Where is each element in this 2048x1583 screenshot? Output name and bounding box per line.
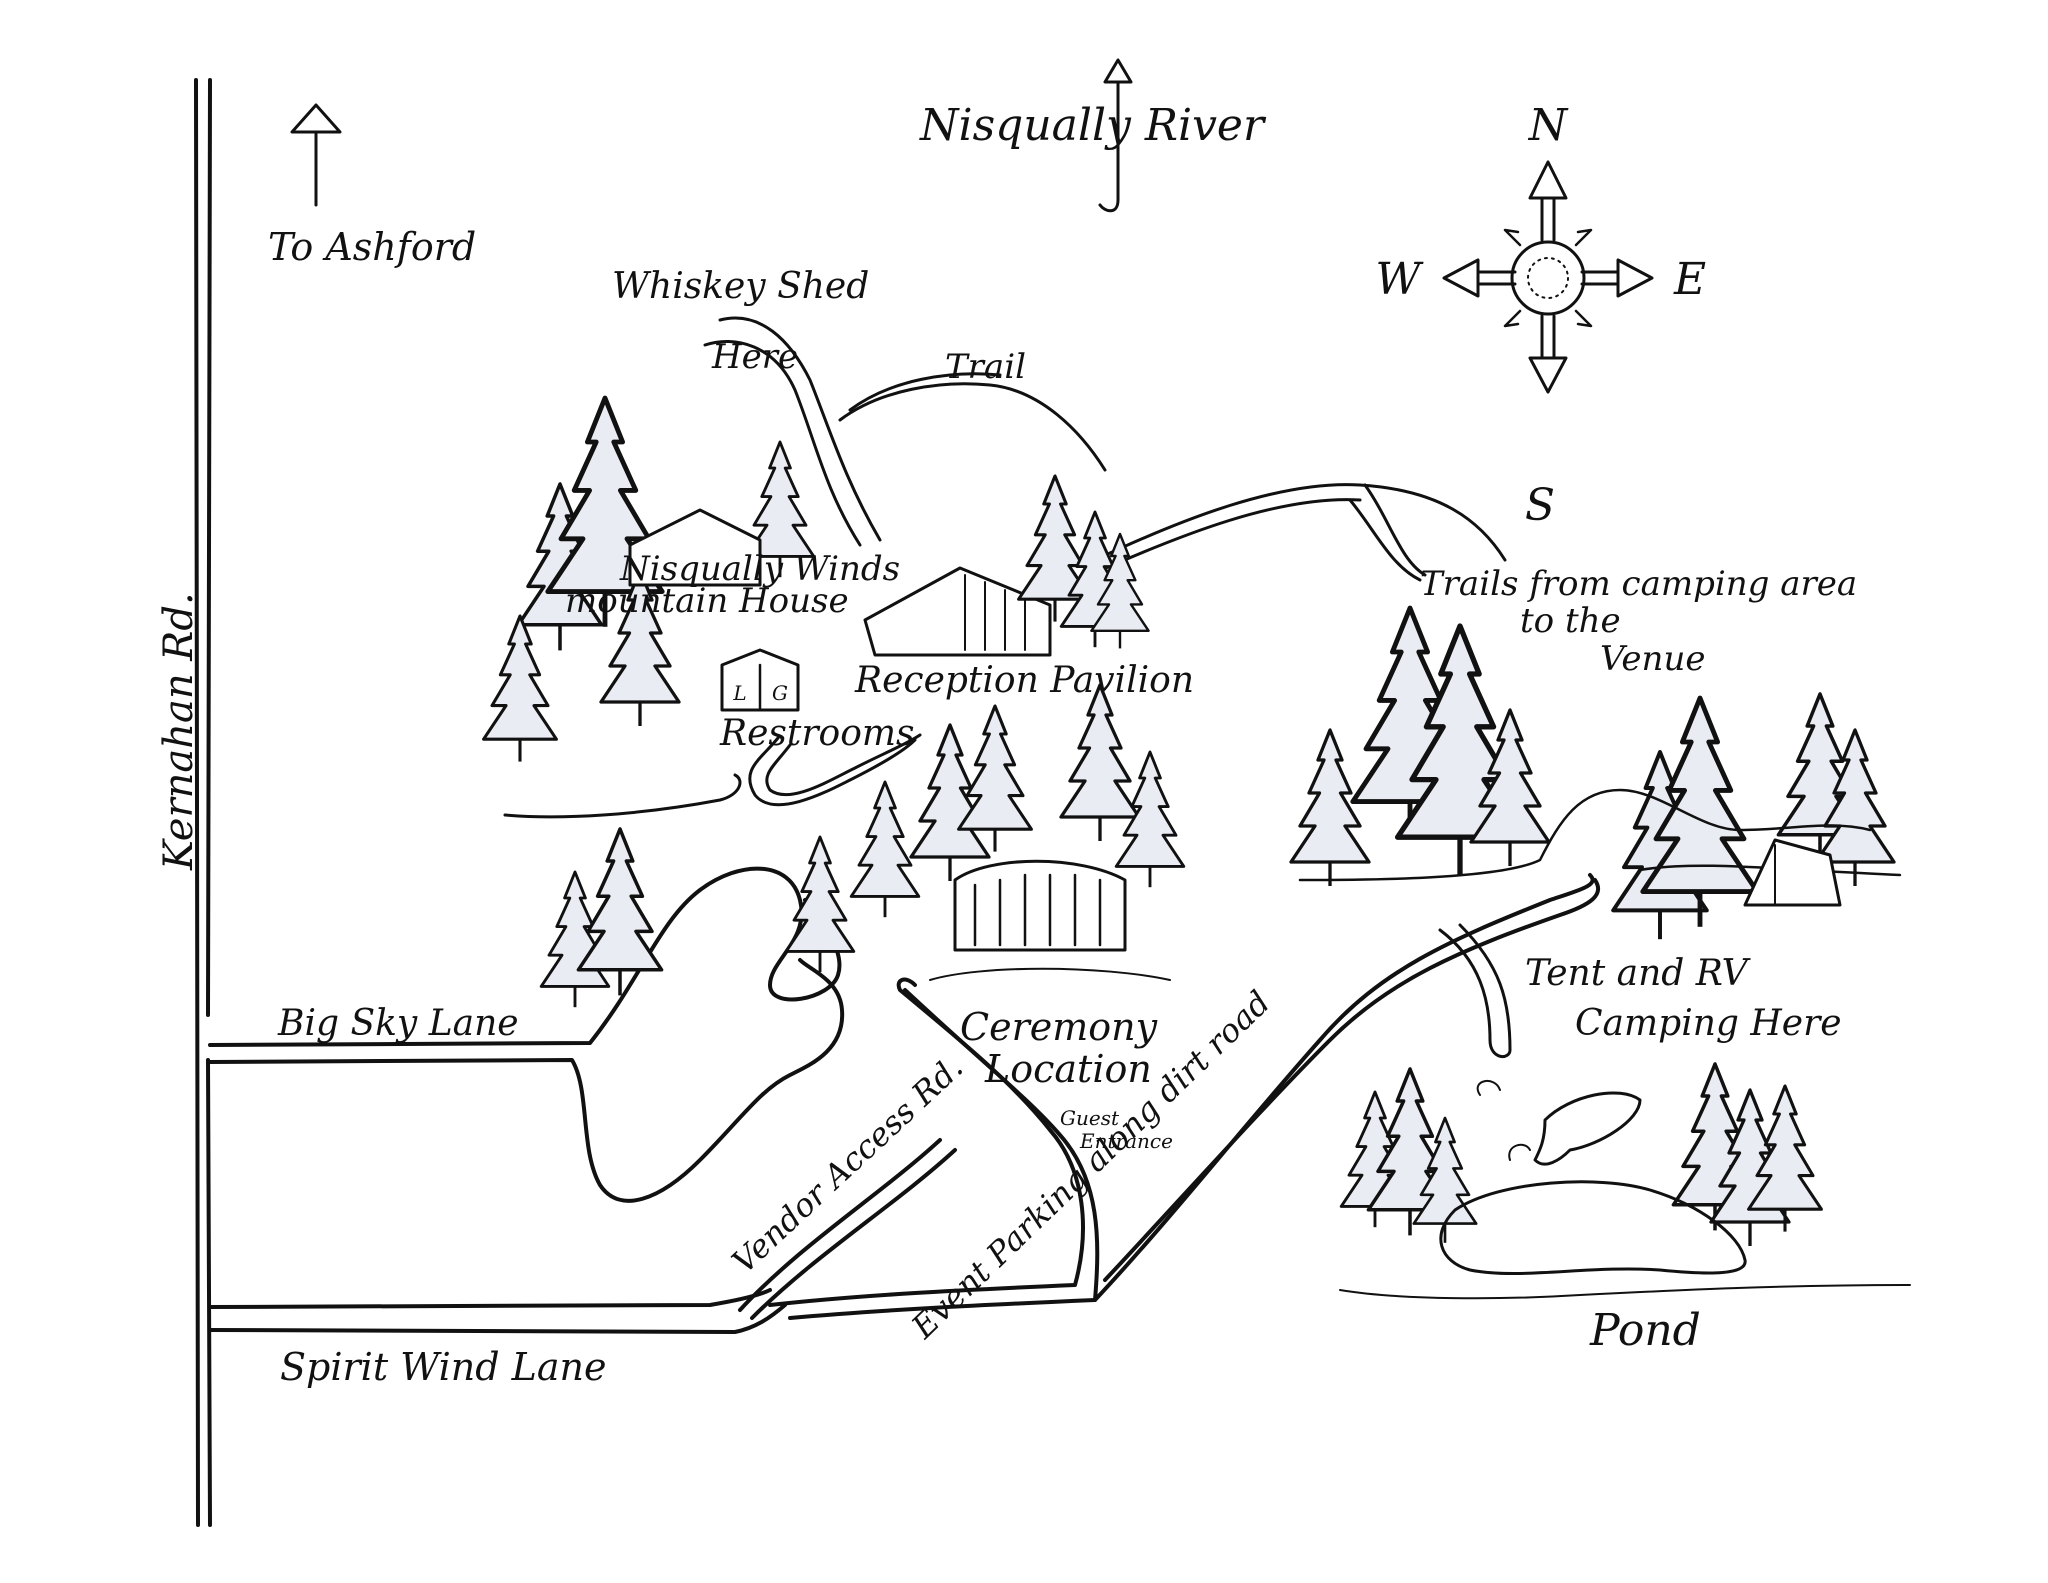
reception-pavilion bbox=[863, 474, 1150, 657]
whiskey-shed-label: Whiskey Shed bbox=[612, 266, 869, 307]
whiskey-shed-here-label: Here bbox=[711, 337, 798, 377]
spirit-wind-lane-road bbox=[208, 1288, 787, 1334]
compass-rose: N S W E bbox=[1375, 100, 1706, 531]
trail-label: Trail bbox=[945, 347, 1026, 387]
house-name-label: Nisqually Winds bbox=[619, 549, 900, 589]
compass-e-label: E bbox=[1673, 254, 1706, 305]
dirt-road bbox=[768, 873, 1601, 1320]
nisqually-winds-house bbox=[628, 508, 762, 587]
kernahan-road-label: Kernahan Rd. bbox=[156, 592, 202, 871]
jumping-fish bbox=[1476, 1080, 1642, 1166]
ceremony-label: Ceremony bbox=[960, 1005, 1158, 1049]
walking-path-restrooms bbox=[748, 733, 922, 807]
pond-label: Pond bbox=[1589, 1305, 1701, 1356]
compass-w-label: W bbox=[1375, 254, 1424, 305]
reception-pavilion-label: Reception Pavilion bbox=[854, 660, 1194, 701]
camping-trees bbox=[1289, 608, 1902, 942]
trails-camping-label: Trails from camping area bbox=[1420, 564, 1857, 604]
kernahan-road bbox=[194, 78, 212, 1527]
spirit-wind-lane-label: Spirit Wind Lane bbox=[280, 1345, 606, 1389]
camping-here-label: Camping Here bbox=[1575, 1003, 1842, 1044]
ceremony-arbor bbox=[929, 859, 1171, 981]
vendor-access-road bbox=[738, 1138, 957, 1320]
restrooms-label: Restrooms bbox=[719, 713, 915, 754]
camping-tent bbox=[1743, 838, 1842, 907]
vendor-access-road-label: Vendor Access Rd. bbox=[725, 1048, 971, 1281]
nisqually-river-arrow bbox=[1098, 58, 1133, 213]
big-sky-lane-road bbox=[208, 866, 845, 1203]
guest-label: Guest bbox=[1060, 1106, 1120, 1130]
compass-n-label: N bbox=[1528, 100, 1569, 151]
tent-rv-label: Tent and RV bbox=[1525, 953, 1752, 994]
ashford-arrow bbox=[290, 103, 342, 207]
pond-scene bbox=[1339, 1062, 1911, 1300]
trails-venue-label: Venue bbox=[1600, 639, 1705, 679]
camping-trails bbox=[1088, 483, 1507, 582]
restroom-left-label: L bbox=[732, 681, 746, 705]
location-label: Location bbox=[984, 1047, 1152, 1091]
big-sky-lane-label: Big Sky Lane bbox=[277, 1003, 519, 1044]
restroom-building: L G bbox=[720, 648, 800, 712]
entrance-label: Entrance bbox=[1079, 1129, 1173, 1153]
restroom-right-label: G bbox=[772, 681, 788, 705]
house-tree-cluster bbox=[482, 398, 816, 819]
trails-to-label: to the bbox=[1520, 601, 1621, 641]
house-type-label: mountain House bbox=[565, 581, 849, 621]
compass-s-label: S bbox=[1525, 480, 1555, 531]
nisqually-river-label: Nisqually River bbox=[919, 100, 1267, 151]
to-ashford-label: To Ashford bbox=[268, 225, 476, 269]
whiskey-trail bbox=[703, 316, 1107, 547]
